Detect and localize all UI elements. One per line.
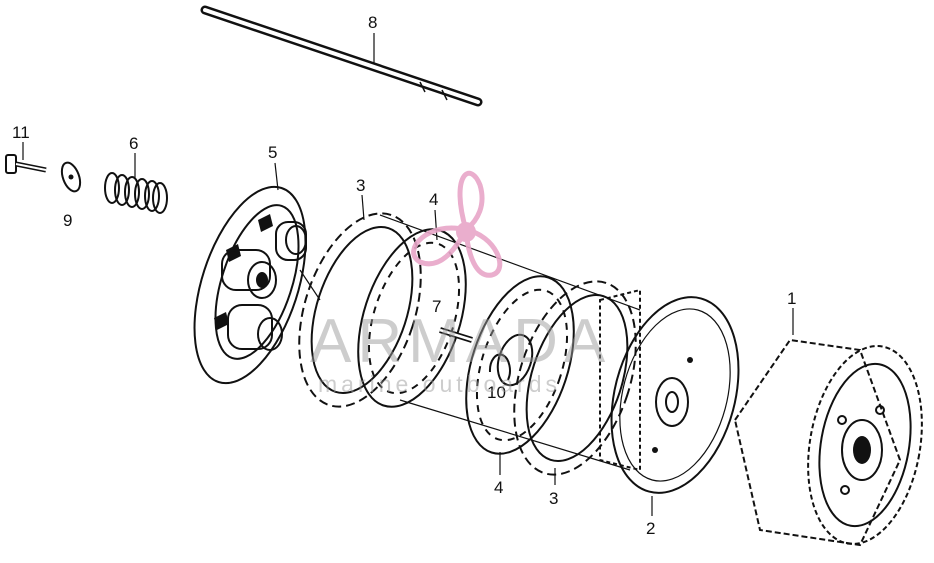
label-10: 10 bbox=[487, 383, 506, 402]
leader-5 bbox=[274, 162, 279, 191]
part-10-circlip bbox=[488, 353, 511, 381]
part-1-clutch-outer bbox=[733, 338, 923, 547]
watermark: ARMADA marine outboards bbox=[310, 170, 611, 397]
label-8: 8 bbox=[368, 13, 377, 32]
label-3-top: 3 bbox=[356, 176, 365, 195]
label-1: 1 bbox=[787, 289, 796, 308]
part-9-washer bbox=[60, 161, 82, 193]
part-6-spring bbox=[104, 172, 168, 214]
part-11-bolt bbox=[5, 154, 47, 174]
label-4-top: 4 bbox=[429, 190, 438, 209]
part-5-pressure-plate bbox=[193, 185, 321, 385]
label-6: 6 bbox=[129, 134, 138, 153]
part-7-pin bbox=[439, 327, 473, 343]
watermark-title: ARMADA bbox=[310, 307, 611, 376]
label-2: 2 bbox=[646, 519, 655, 538]
label-11: 11 bbox=[12, 123, 30, 142]
label-4-bottom: 4 bbox=[494, 478, 503, 497]
label-5: 5 bbox=[268, 143, 277, 162]
leader-4-top bbox=[434, 209, 438, 241]
part-8-push-rod bbox=[200, 5, 483, 107]
label-7: 7 bbox=[432, 297, 441, 316]
propeller-logo-icon bbox=[411, 170, 503, 278]
part-2-clutch-center bbox=[599, 288, 740, 494]
part-3-friction-disc-right bbox=[513, 280, 637, 476]
part-3-friction-disc-left bbox=[298, 212, 422, 408]
leader-3-top bbox=[361, 194, 365, 221]
label-9: 9 bbox=[63, 211, 72, 230]
label-3-bottom: 3 bbox=[549, 489, 558, 508]
watermark-subtitle: marine outboards bbox=[318, 371, 561, 397]
